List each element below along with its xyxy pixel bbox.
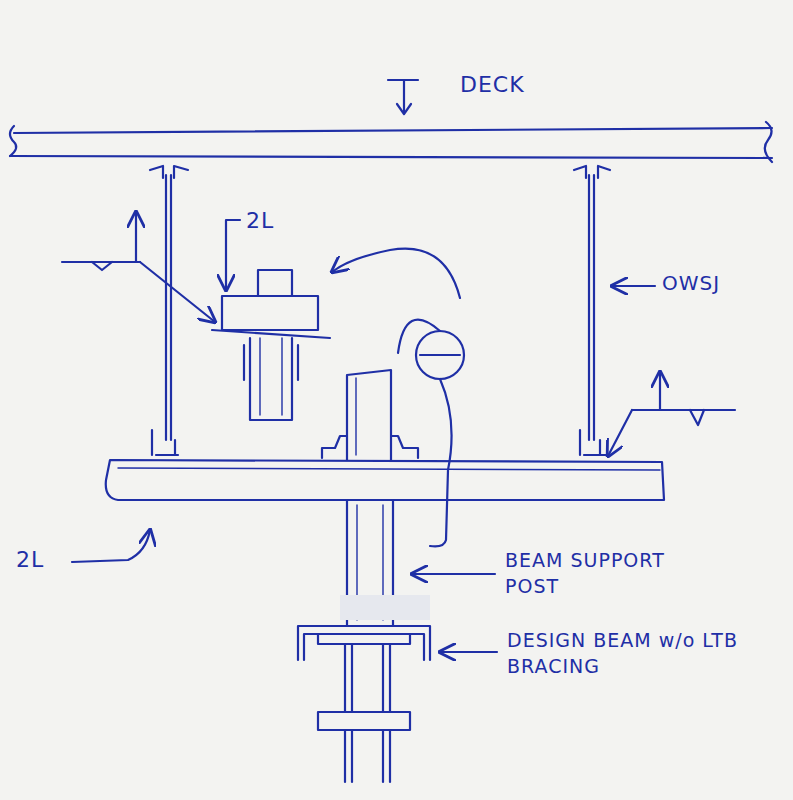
joist-right (574, 166, 610, 455)
leader-line (72, 530, 150, 562)
leader-line (226, 220, 240, 290)
deck-leader-head (397, 104, 411, 114)
leader-line (412, 573, 495, 575)
part-label: 2L (246, 206, 306, 236)
part-label: DESIGN BEAM w/o LTB BRACING (507, 628, 777, 679)
section-cut (398, 320, 464, 547)
deck-label: DECK (460, 70, 580, 100)
support-post (322, 370, 430, 625)
plan-detail (212, 270, 330, 420)
weld-symbol (62, 212, 215, 322)
weld-symbol (608, 372, 735, 456)
leader-line (440, 651, 497, 653)
leader-line (612, 285, 655, 287)
bottom-chord-edge (118, 468, 660, 470)
bottom-chord (106, 460, 664, 500)
deck (10, 122, 772, 162)
part-label: OWSJ (662, 270, 772, 297)
joist-left (150, 166, 188, 455)
deck-leader (388, 80, 418, 112)
part-label: 2L (16, 545, 76, 575)
design-beam (298, 626, 430, 782)
part-label: BEAM SUPPORT POST (505, 548, 715, 599)
detail-arrow (332, 249, 460, 298)
